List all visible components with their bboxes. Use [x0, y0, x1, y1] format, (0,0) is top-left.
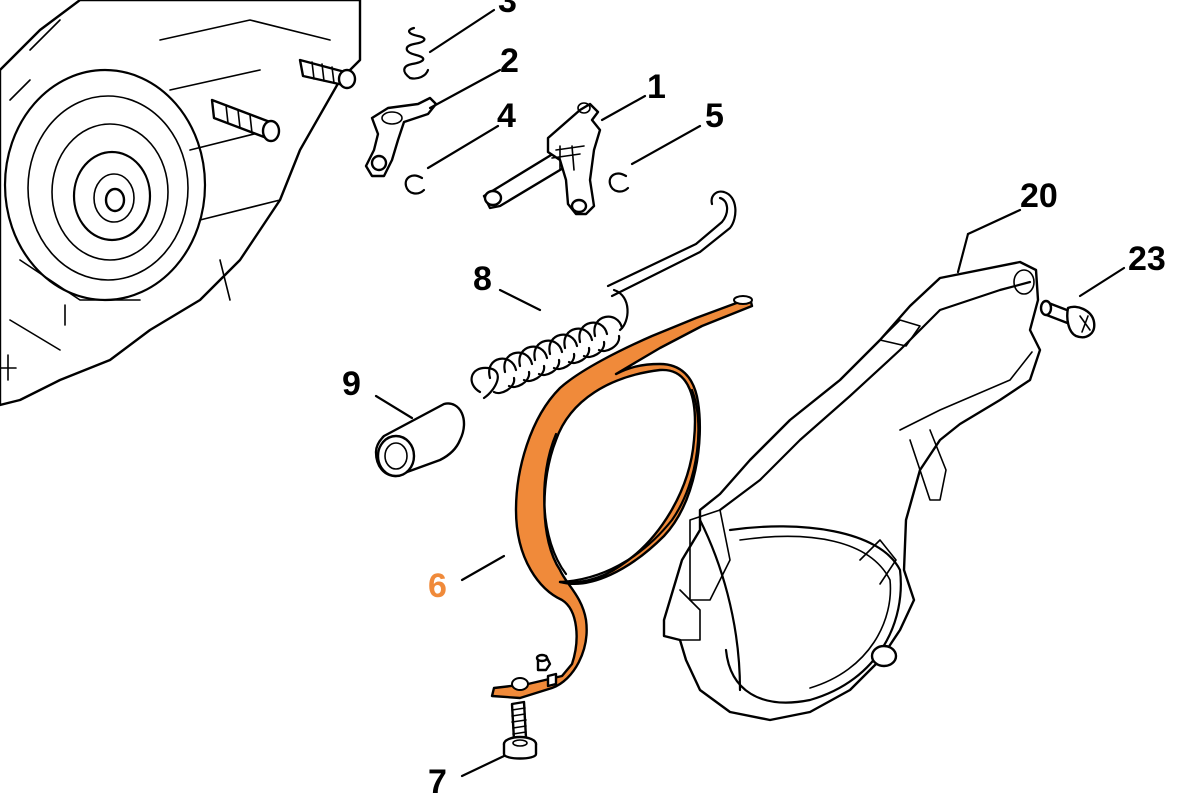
part-4-eclip — [404, 174, 426, 195]
callout-4: 4 — [497, 97, 516, 135]
engine-housing — [0, 0, 362, 407]
callout-8: 8 — [473, 260, 492, 298]
part-9-sleeve — [374, 402, 466, 478]
callout-7: 7 — [428, 763, 447, 801]
callout-3: 3 — [498, 0, 517, 20]
callout-20: 20 — [1020, 177, 1058, 215]
part-8-spring — [470, 190, 737, 400]
part-2-rocker — [364, 96, 438, 178]
part-1-brake-lever — [482, 102, 602, 216]
callout-23: 23 — [1128, 240, 1166, 278]
callout-1: 1 — [647, 68, 666, 106]
stud-lower — [210, 98, 281, 143]
callout-9: 9 — [342, 365, 361, 403]
callout-6: 6 — [428, 567, 447, 605]
part-20-sprocket-cover — [662, 260, 1042, 722]
part-7-screw — [502, 700, 538, 760]
part-5-eclip — [608, 172, 630, 193]
part-23-screw — [1039, 299, 1096, 339]
part-3-spring — [403, 26, 430, 80]
callout-5: 5 — [705, 97, 724, 135]
callout-labels: 3 2 1 4 5 20 23 8 9 6 7 — [342, 0, 1166, 801]
part-6-brake-band — [490, 295, 754, 700]
callout-2: 2 — [500, 42, 519, 80]
leader-lines — [374, 8, 1126, 778]
stud-upper — [298, 58, 357, 90]
